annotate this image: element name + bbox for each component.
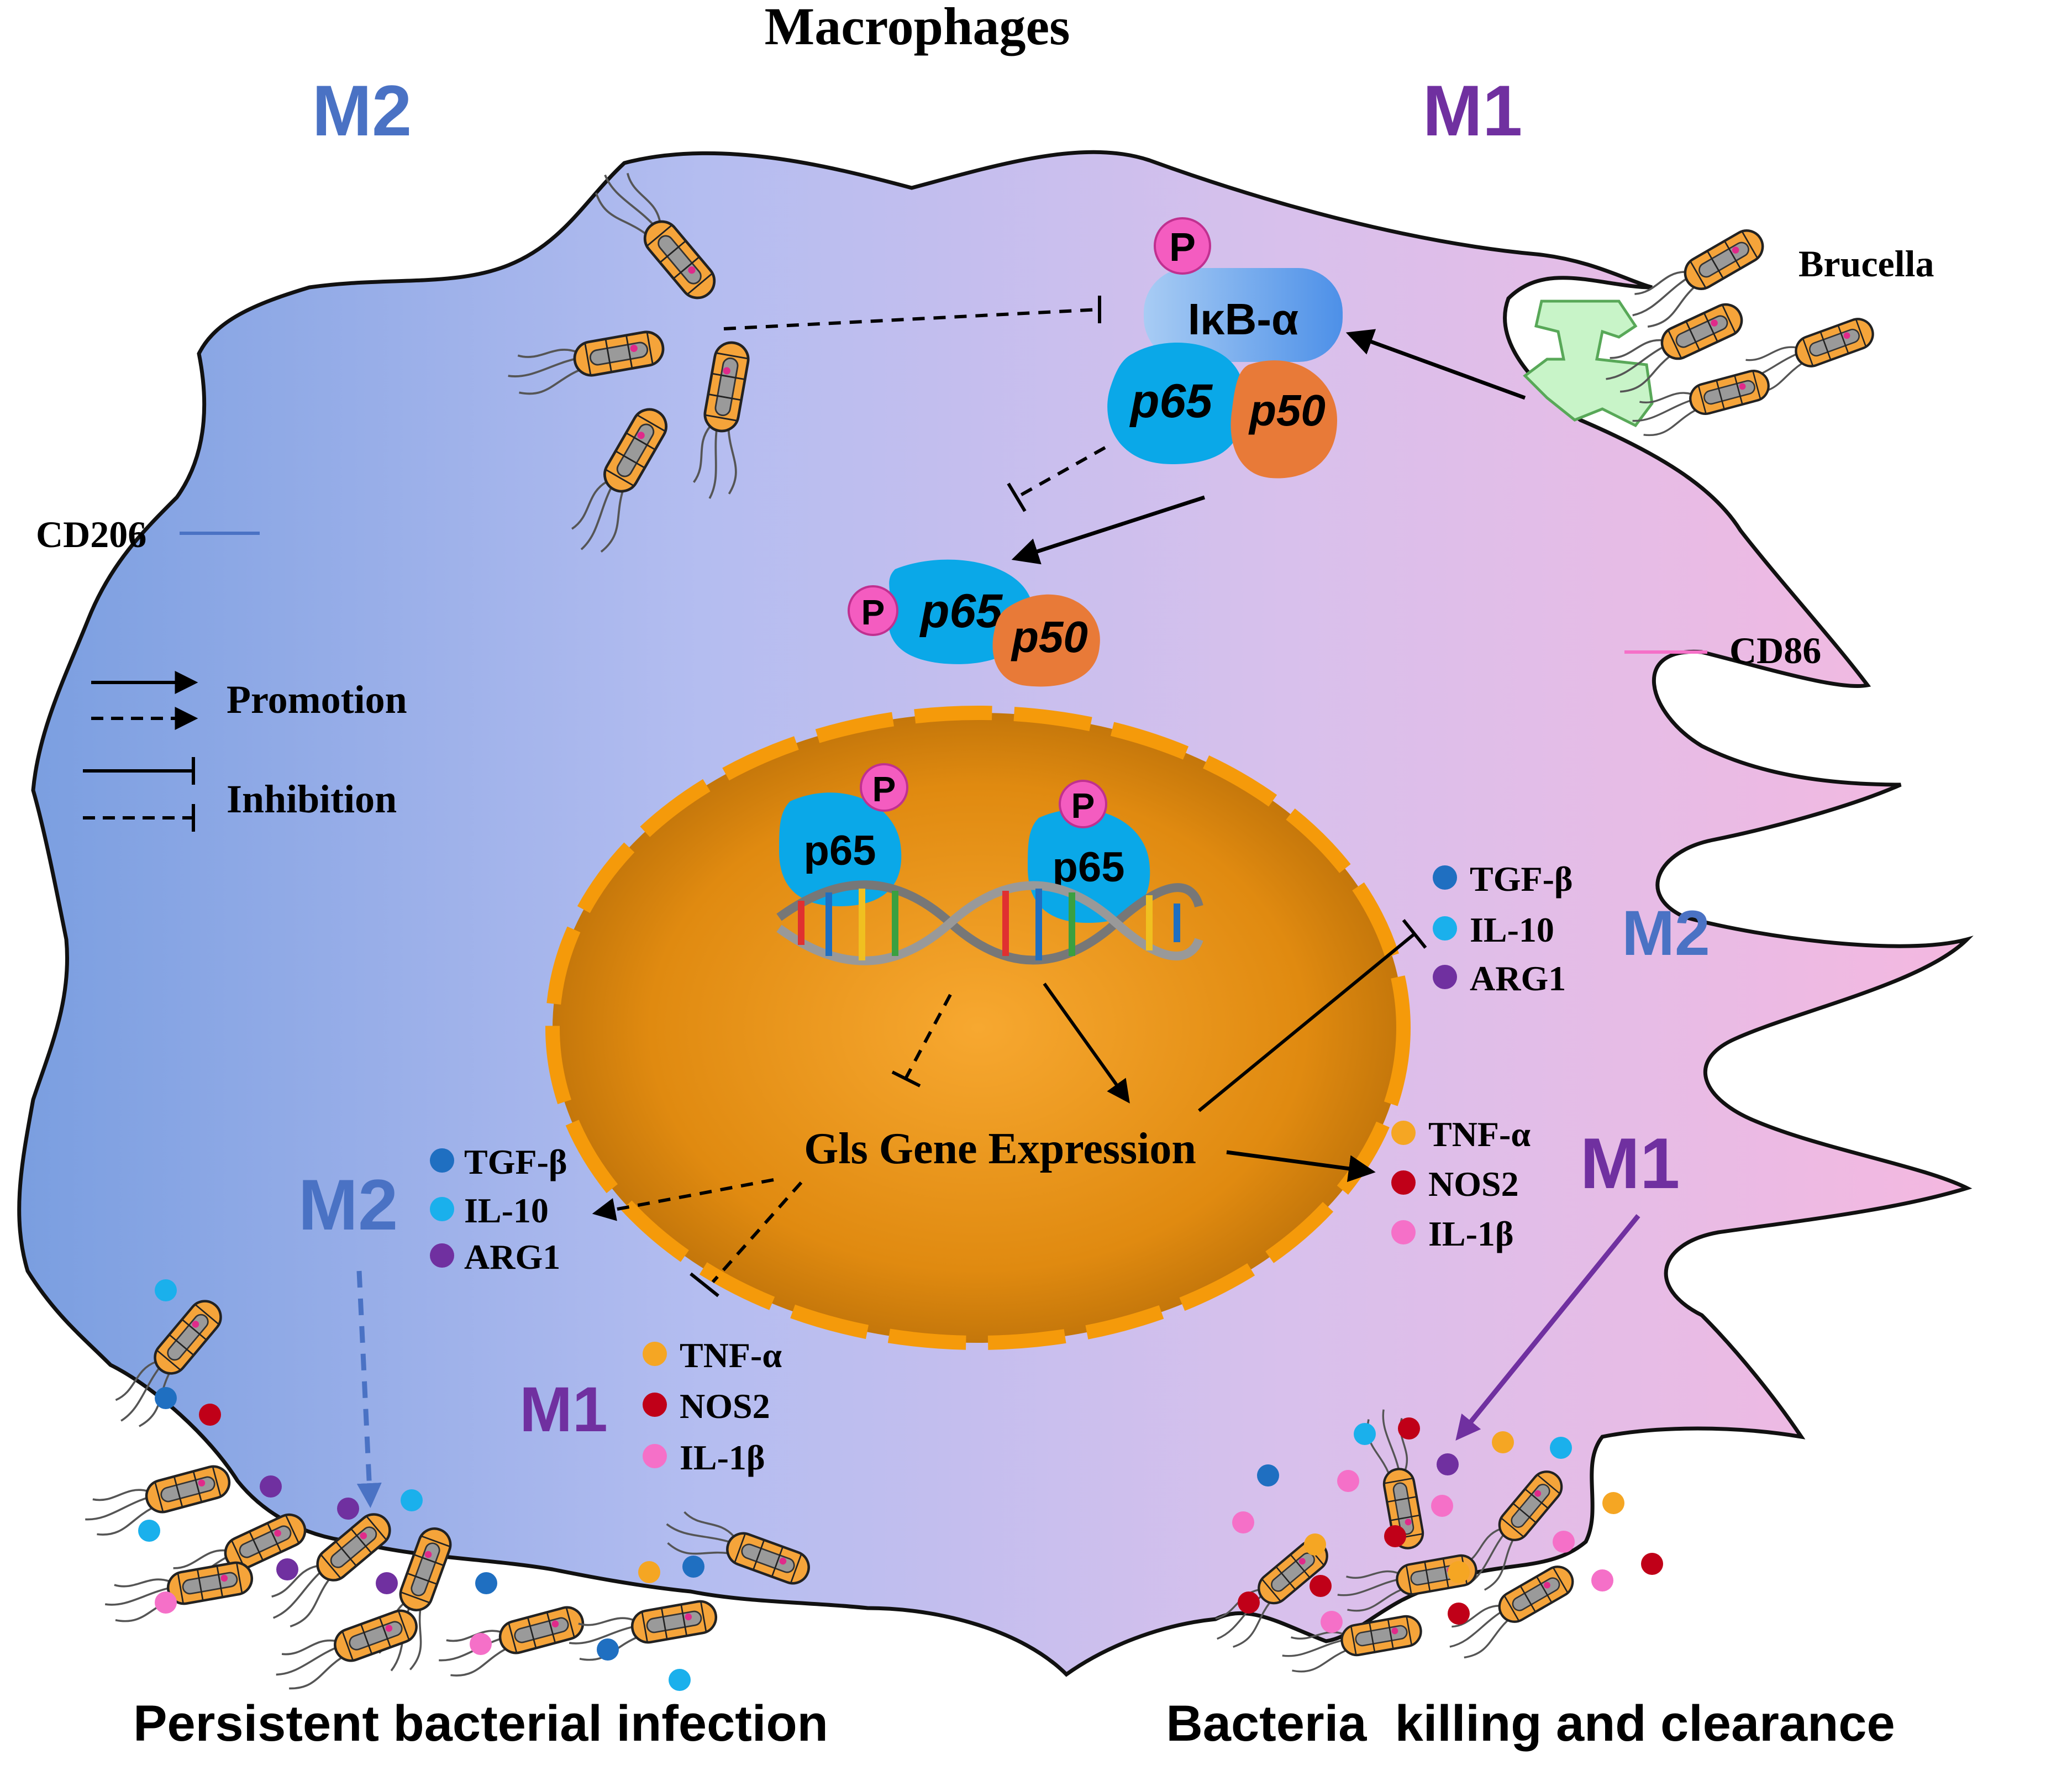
right-m2-cytokines: TGF-β IL-10 ARG1 M2 xyxy=(1433,859,1710,998)
il-10-dot xyxy=(430,1197,454,1221)
dna-inhibition-line xyxy=(904,994,952,1079)
nos2-dot xyxy=(1391,1170,1416,1195)
brucella-label: Brucella xyxy=(1798,243,1934,285)
right-m1-cytokines: TNF-α NOS2 IL-1β M1 xyxy=(1391,1115,1680,1253)
legend-promotion-label: Promotion xyxy=(227,677,407,722)
p65-label: p65 xyxy=(1053,844,1125,891)
receptor-to-ikb-arrow xyxy=(1345,329,1526,400)
tnf-alpha-label: TNF-α xyxy=(1428,1115,1531,1154)
m1-phenotype-label: M1 xyxy=(1423,70,1523,151)
gls-gene-expression-label: Gls Gene Expression xyxy=(804,1125,1196,1173)
m2-phenotype-label: M2 xyxy=(298,1164,398,1245)
m2-phenotype-label: M2 xyxy=(312,70,412,151)
il-1beta-dot xyxy=(1391,1220,1416,1244)
p65-protein xyxy=(1107,343,1244,464)
dna-helix-icon xyxy=(776,880,1203,965)
gls-promote-m2-dashed-arrow xyxy=(592,1178,774,1221)
tgf-beta-dot xyxy=(430,1148,454,1173)
legend: Promotion Inhibition xyxy=(83,671,407,832)
tnf-alpha-label: TNF-α xyxy=(680,1336,782,1375)
p50-protein xyxy=(1230,360,1337,479)
tnf-alpha-dot xyxy=(1391,1121,1416,1145)
cd86-label: CD86 xyxy=(1729,629,1821,671)
clearance-cluster xyxy=(1206,1406,1663,1675)
dna-promotion-arrow xyxy=(1043,983,1130,1104)
nos2-dot xyxy=(643,1393,667,1417)
il-10-label: IL-10 xyxy=(464,1191,549,1230)
p65-label: p65 xyxy=(804,827,876,874)
phospho-label: P xyxy=(1071,786,1095,826)
arg1-dot xyxy=(430,1243,454,1268)
phospho-p65 xyxy=(848,585,898,636)
translocation-arrow xyxy=(1011,495,1206,565)
legend-inhibition-label: Inhibition xyxy=(227,777,397,821)
persistent-infection-caption: Persistent bacterial infection xyxy=(133,1695,828,1752)
p65-protein xyxy=(1028,809,1150,923)
arg1-label: ARG1 xyxy=(464,1237,560,1277)
il-10-dot xyxy=(1433,916,1457,941)
m1-outcome-arrow xyxy=(1455,1214,1640,1441)
inhibition-tee xyxy=(1007,482,1027,512)
receptor-icon xyxy=(1523,300,1654,428)
inhibition-tee xyxy=(1402,919,1427,949)
tgf-beta-label: TGF-β xyxy=(464,1142,567,1181)
diagram-title: Macrophages xyxy=(765,0,1070,56)
phospho-p65 xyxy=(860,763,908,812)
m1-phenotype-label: M1 xyxy=(519,1374,608,1445)
gls-inhibit-m1-dashed-line xyxy=(711,1181,803,1283)
phospho-ikb xyxy=(1154,217,1211,275)
tnf-alpha-dot xyxy=(643,1342,667,1366)
p50-label: p50 xyxy=(1011,612,1088,661)
nucleus xyxy=(553,713,1403,1343)
ikb-alpha-label: IκB-α xyxy=(1188,295,1298,344)
m2-outcome-dashed-arrow xyxy=(356,1270,382,1508)
gls-inhibit-m2-line xyxy=(1198,932,1416,1112)
clearance-caption: Bacteria killing and clearance xyxy=(1166,1695,1895,1752)
cd206-label: CD206 xyxy=(36,513,146,555)
p65-inhibition-line xyxy=(1016,446,1106,499)
il-1beta-dot xyxy=(643,1444,667,1468)
persistent-infection-cluster xyxy=(81,1279,813,1694)
inhibition-tee xyxy=(891,1070,921,1088)
bottom-m1-cytokines: TNF-α NOS2 IL-1β M1 xyxy=(519,1336,782,1477)
tgf-beta-dot xyxy=(1433,865,1457,890)
phospho-p65 xyxy=(1059,780,1107,828)
p65-label: p65 xyxy=(919,585,1003,638)
il-1beta-label: IL-1β xyxy=(680,1438,765,1477)
inhibition-tee xyxy=(690,1272,719,1298)
phospho-label: P xyxy=(872,769,896,809)
il-10-label: IL-10 xyxy=(1470,910,1554,949)
nos2-label: NOS2 xyxy=(680,1386,770,1426)
nos2-label: NOS2 xyxy=(1428,1164,1519,1204)
tgf-beta-label: TGF-β xyxy=(1470,859,1573,899)
ikb-alpha-protein xyxy=(1144,268,1343,362)
phospho-label: P xyxy=(861,592,885,632)
p65-label: p65 xyxy=(1129,375,1213,428)
p50-protein xyxy=(992,594,1100,687)
gls-promote-m1-arrow xyxy=(1226,1150,1376,1183)
phospho-label: P xyxy=(1169,225,1196,270)
m1-phenotype-label: M1 xyxy=(1580,1123,1680,1204)
m2-phenotype-label: M2 xyxy=(1622,898,1710,969)
arg1-label: ARG1 xyxy=(1470,959,1566,998)
il-1beta-label: IL-1β xyxy=(1428,1214,1514,1253)
left-m2-cytokines: M2 TGF-β IL-10 ARG1 xyxy=(298,1142,567,1277)
p65-protein xyxy=(779,792,902,906)
nuclear-membrane xyxy=(545,706,1411,1350)
arg1-dot xyxy=(1433,965,1457,989)
p50-label: p50 xyxy=(1248,386,1326,435)
